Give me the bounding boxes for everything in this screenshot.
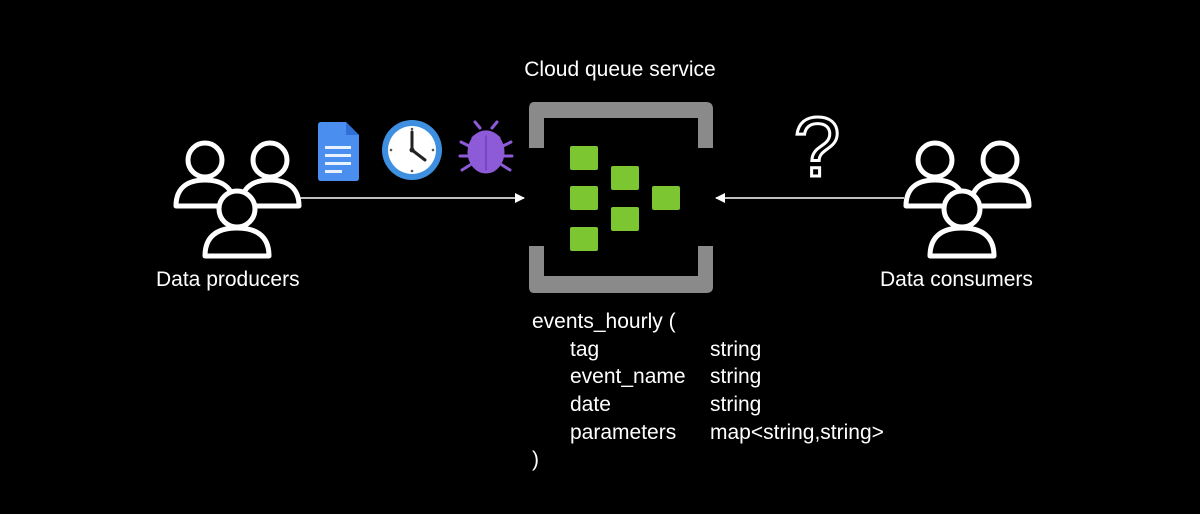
queue-message-block [570, 146, 598, 170]
service-title: Cloud queue service [524, 58, 716, 81]
bug-icon [458, 120, 514, 174]
queue-message-block [611, 207, 639, 231]
schema-field-type: string [710, 338, 762, 361]
schema-field-type: string [710, 365, 762, 388]
producers-label: Data producers [156, 268, 300, 291]
queue-icon [529, 102, 713, 293]
schema-field-name: date [570, 393, 611, 416]
consumers-label: Data consumers [880, 268, 1033, 291]
document-icon [318, 122, 359, 181]
schema-field-type: string [710, 393, 762, 416]
schema-close: ) [532, 448, 539, 471]
schema-field-type: map<string,string> [710, 421, 884, 444]
queue-message-block [652, 186, 680, 210]
schema-open: events_hourly ( [532, 310, 676, 333]
question-mark-icon: ? [794, 100, 841, 194]
queue-message-block [570, 186, 598, 210]
schema-field-name: parameters [570, 421, 677, 444]
queue-message-block [611, 166, 639, 190]
schema-field-name: event_name [570, 365, 686, 388]
queue-message-block [570, 227, 598, 251]
clock-icon [382, 120, 442, 180]
consumers-people-icon [903, 140, 1032, 259]
schema-field-name: tag [570, 338, 600, 361]
producers-people-icon [173, 140, 302, 259]
